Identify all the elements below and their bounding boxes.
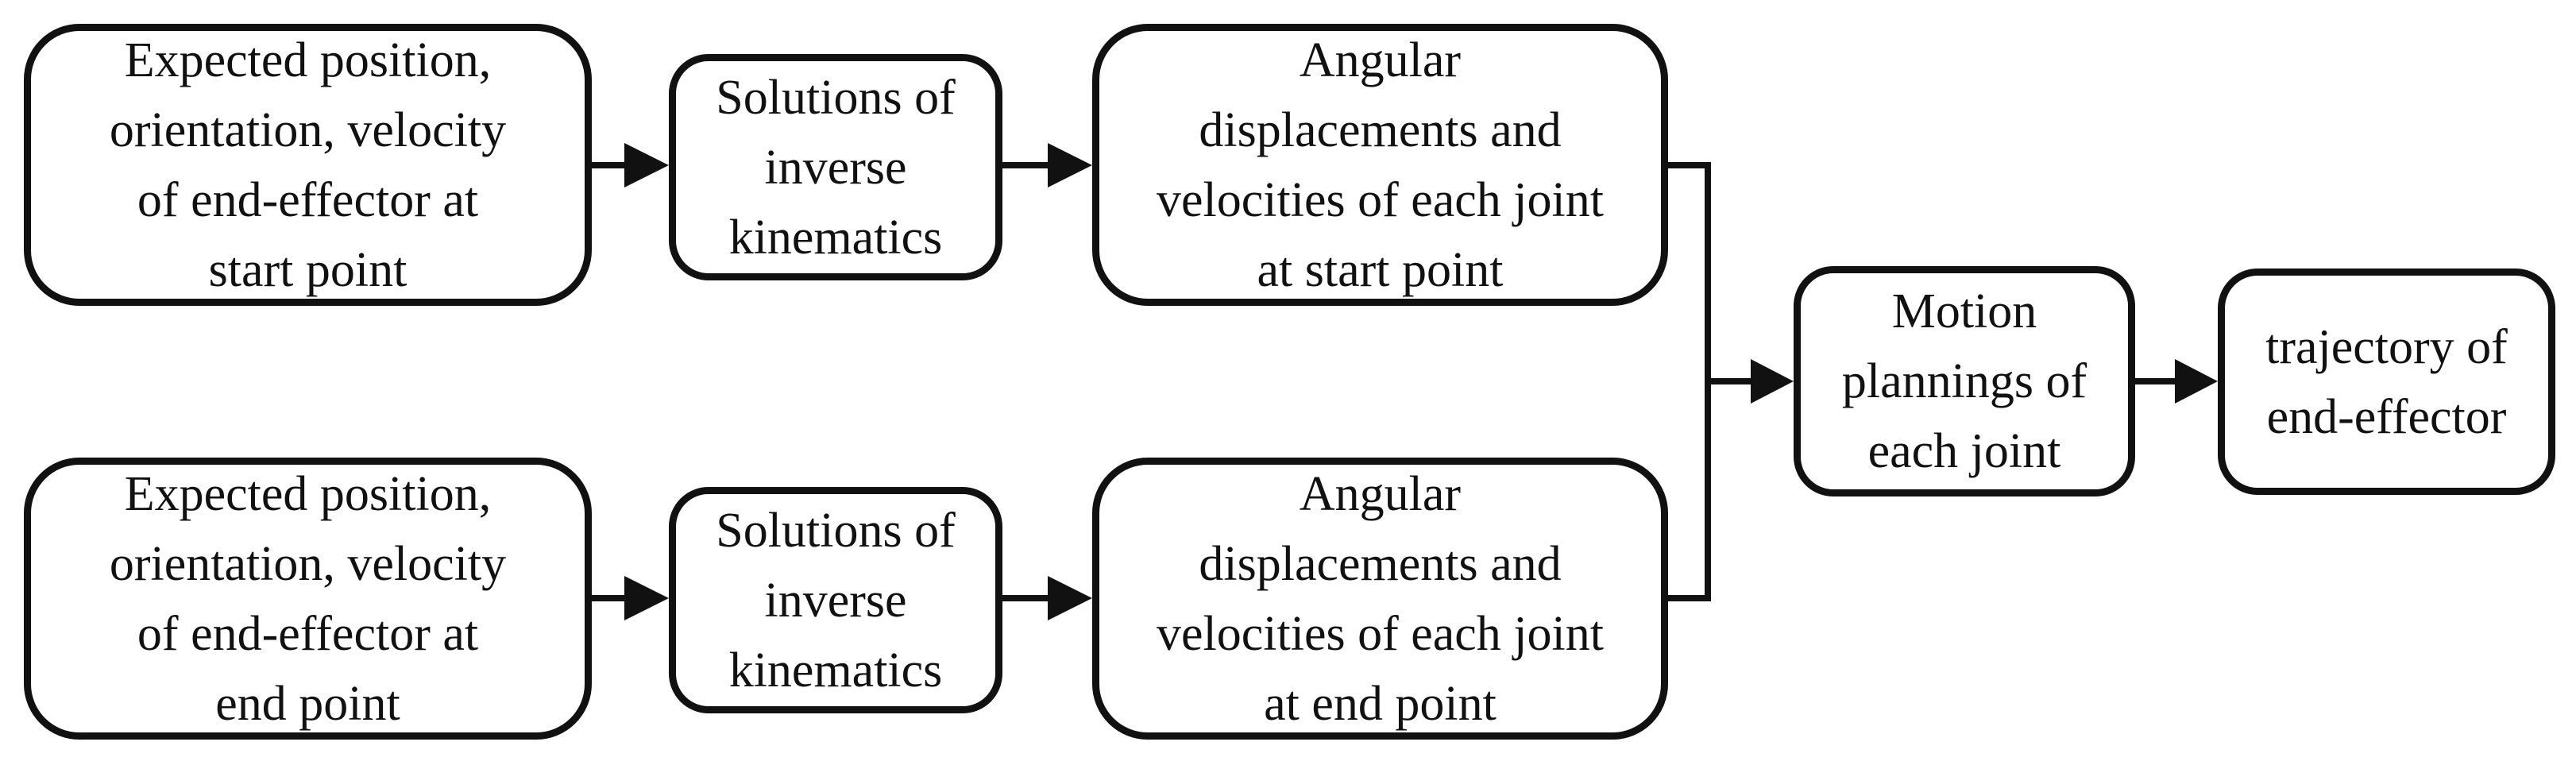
node-angular-start: Angular displacements and velocities of … xyxy=(1092,24,1668,306)
node-expected-start: Expected position, orientation, velocity… xyxy=(24,24,592,306)
node-angular-start-label: Angular displacements and velocities of … xyxy=(1157,33,1604,297)
node-trajectory-label: trajectory of end-effector xyxy=(2265,319,2508,444)
node-expected-end: Expected position, orientation, velocity… xyxy=(24,458,592,740)
edge-merge-to-motion-arrowhead-icon xyxy=(1751,359,1794,404)
edge-solutions-to-angular-end-arrowhead-icon xyxy=(1048,576,1092,620)
edge-motion-to-trajectory-arrowhead-icon xyxy=(2175,359,2218,404)
node-angular-end: Angular displacements and velocities of … xyxy=(1092,458,1668,740)
merge-bracket xyxy=(1668,162,1711,601)
node-solutions-ik-top-label: Solutions of inverse kinematics xyxy=(716,70,956,265)
node-solutions-ik-bottom-label: Solutions of inverse kinematics xyxy=(716,503,956,697)
node-expected-start-label: Expected position, orientation, velocity… xyxy=(109,33,507,297)
node-motion-plannings-label: Motion plannings of each joint xyxy=(1841,284,2087,478)
node-expected-end-label: Expected position, orientation, velocity… xyxy=(109,466,507,731)
edge-expected-end-to-solutions-arrowhead-icon xyxy=(624,576,669,620)
edge-expected-start-to-solutions-arrowhead-icon xyxy=(624,143,669,187)
node-motion-plannings: Motion plannings of each joint xyxy=(1794,266,2135,496)
edge-solutions-to-angular-start-arrowhead-icon xyxy=(1048,143,1092,187)
node-solutions-ik-top: Solutions of inverse kinematics xyxy=(669,54,1002,280)
node-solutions-ik-bottom: Solutions of inverse kinematics xyxy=(669,487,1002,713)
node-angular-end-label: Angular displacements and velocities of … xyxy=(1157,466,1604,731)
node-trajectory: trajectory of end-effector xyxy=(2218,269,2555,495)
